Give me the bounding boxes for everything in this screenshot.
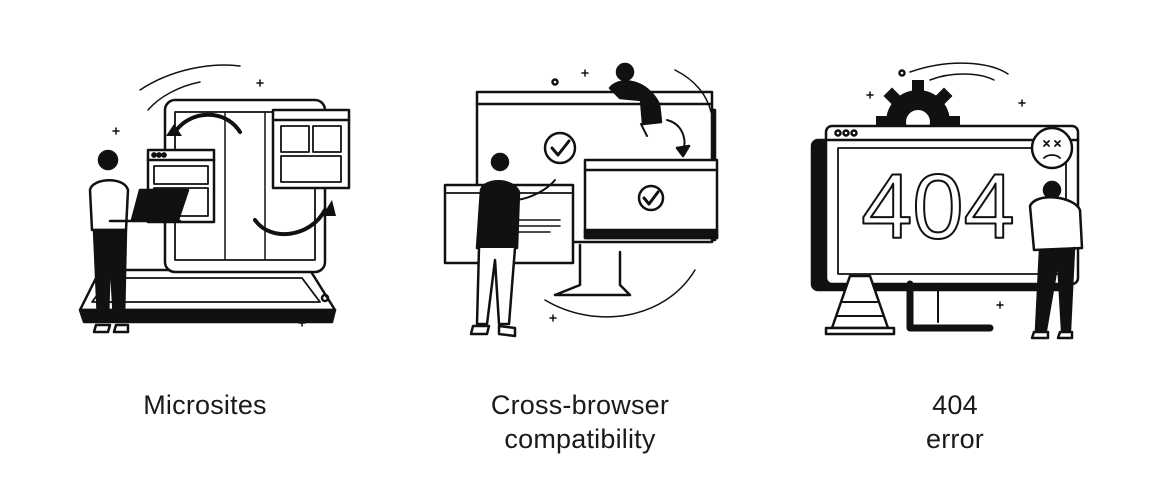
error-code-screen-text: 404 [861,156,1015,258]
caption-line: compatibility [504,424,656,454]
caption-line: Microsites [143,390,267,420]
microsites-caption: Microsites [40,388,370,422]
caption-line: 404 [932,390,978,420]
microsites-illustration-icon [78,64,351,334]
caption-line: error [925,424,984,454]
caption-line: Cross-browser [490,390,670,420]
error-404-card: 404 404 error [790,0,1120,500]
cross-browser-card: Cross-browser compatibility [415,0,745,500]
error-404-caption: 404 error [790,388,1120,456]
cross-browser-caption: Cross-browser compatibility [415,388,745,456]
error-404-illustration-icon: 404 [810,62,1084,340]
cross-browser-illustration-icon [443,62,719,338]
microsites-card: Microsites [40,0,370,500]
